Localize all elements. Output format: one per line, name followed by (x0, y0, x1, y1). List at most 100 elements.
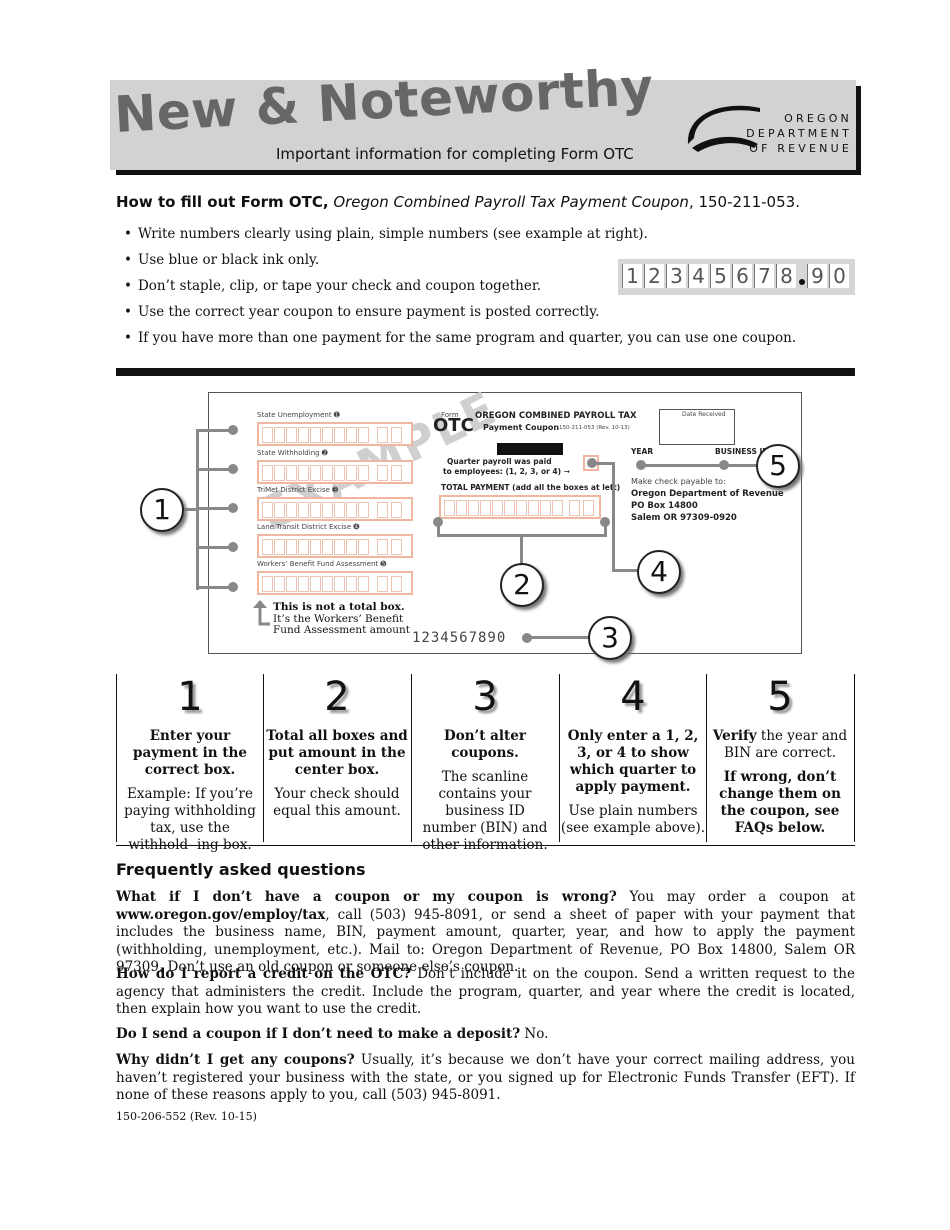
callout-dot (228, 503, 238, 513)
step-heading: Total all boxes and put amount in the ce… (266, 728, 408, 778)
step-5: 5 Verify the year and BIN are correct. I… (707, 674, 853, 842)
sample-digit: 8 (776, 264, 796, 288)
step-heading: Don’t alter coupons. (444, 728, 526, 761)
step-verify: Verify (712, 728, 757, 744)
instruction-list: Write numbers clearly using plain, simpl… (116, 224, 796, 354)
bin-label: BUSINESS ID NO. (715, 447, 787, 456)
callout-line (437, 522, 440, 536)
field-label: State Unemployment ➊ (257, 411, 340, 419)
callout-3: 3 (588, 616, 632, 660)
header-banner (110, 80, 856, 170)
callout-dot (719, 460, 729, 470)
step-text: Use plain numbers (see example above). (560, 803, 706, 836)
section-divider (116, 368, 855, 376)
field-label: Workers’ Benefit Fund Assessment ➎ (257, 560, 387, 568)
address-line: Salem OR 97309-0920 (631, 513, 737, 523)
form-number: 150-206-552 (Rev. 10-15) (116, 1110, 257, 1123)
page-subtitle: Important information for completing For… (276, 145, 634, 163)
column-divider (706, 674, 707, 842)
total-payment-label: TOTAL PAYMENT (add all the boxes at left… (441, 483, 621, 492)
quarter-label: Quarter payroll was paid (447, 457, 552, 466)
list-item: Write numbers clearly using plain, simpl… (116, 224, 796, 250)
callout-line (196, 468, 232, 471)
callout-dot (587, 458, 597, 468)
callout-dot (228, 582, 238, 592)
column-divider (263, 674, 264, 842)
step-4: 4 Only enter a 1, 2, 3, or 4 to show whi… (560, 674, 706, 842)
list-item: Use blue or black ink only. (116, 250, 796, 276)
callout-line (596, 462, 614, 465)
scanline: 1234567890 (412, 630, 507, 646)
date-received-box: Date Received (659, 409, 735, 445)
step-heading: If wrong, don’t change them on the coupo… (719, 769, 841, 836)
banner-shadow (116, 170, 861, 175)
step-2: 2 Total all boxes and put amount in the … (264, 674, 410, 842)
column-divider (411, 674, 412, 842)
amount-box (257, 534, 413, 558)
step-number: 3 (472, 674, 498, 720)
faq-question: Do I send a coupon if I don’t need to ma… (116, 1026, 521, 1042)
step-number: 4 (620, 674, 646, 720)
not-total-bold: This is not a total box. (273, 601, 405, 613)
callout-dot (600, 517, 610, 527)
faq-item: Do I send a coupon if I don’t need to ma… (116, 1026, 855, 1044)
step-number: 1 (177, 674, 203, 720)
list-item: If you have more than one payment for th… (116, 328, 796, 354)
total-payment-box (439, 495, 601, 519)
column-divider (854, 674, 855, 842)
step-heading: Only enter a 1, 2, 3, or 4 to show which… (567, 728, 699, 795)
oregon-logo-icon (687, 105, 760, 152)
step-text: The scanline contains your business ID n… (422, 769, 548, 853)
date-received-label: Date Received (682, 411, 726, 418)
callout-line (196, 507, 232, 510)
sample-digit: 6 (732, 264, 752, 288)
list-item: Don’t staple, clip, or tape your check a… (116, 276, 796, 302)
howto-form-number: , 150-211-053. (688, 193, 800, 211)
decimal-point (799, 279, 805, 285)
sample-digit: 1 (622, 264, 642, 288)
callout-dot (522, 633, 532, 643)
step-text: Your check should equal this amount. (273, 786, 401, 819)
callout-line (196, 429, 232, 432)
coupon-revision: 150-211-053 (Rev. 10-13) (559, 425, 630, 431)
step-verify-text: the year and BIN are correct. (723, 728, 848, 761)
agency-name-line: OF REVENUE (749, 142, 852, 155)
step-number: 5 (767, 674, 793, 720)
field-label: Lane Transit District Excise ➍ (257, 523, 360, 531)
faq-link[interactable]: www.oregon.gov/employ/tax (116, 906, 326, 923)
callout-2: 2 (500, 563, 544, 607)
howto-heading: How to fill out Form OTC, Oregon Combine… (116, 193, 800, 211)
callout-line (604, 522, 607, 536)
faq-answer: You may order a coupon at (616, 889, 856, 905)
faq-question: Why didn’t I get any coupons? (116, 1052, 355, 1068)
field-label: State Withholding ➋ (257, 449, 328, 457)
coupon-form-label: Form (441, 411, 459, 419)
not-total-line: It’s the Workers’ Benefit (273, 612, 404, 625)
sample-digit: 5 (710, 264, 730, 288)
callout-dot (228, 425, 238, 435)
callout-1: 1 (140, 488, 184, 532)
list-item: Use the correct year coupon to ensure pa… (116, 302, 796, 328)
agency-name-line: DEPARTMENT (746, 127, 852, 140)
callout-line (612, 569, 638, 572)
banner-shadow (856, 86, 861, 175)
agency-name-line: OREGON (784, 112, 852, 125)
faq-question: What if I don’t have a coupon or my coup… (116, 889, 617, 905)
step-heading: Enter your payment in the correct box. (133, 728, 247, 778)
not-total-note: This is not a total box.It’s the Workers… (273, 601, 410, 637)
amount-box (257, 571, 413, 595)
not-total-line: Fund Assessment amount (273, 624, 410, 636)
callout-line (196, 586, 232, 589)
howto-form-name: Oregon Combined Payroll Tax Payment Coup… (333, 193, 689, 211)
step-3: 3 Don’t alter coupons. The scanline cont… (412, 674, 558, 853)
amount-box (257, 422, 413, 446)
faq-question: How do I report a credit on the OTC? (116, 966, 412, 982)
sample-digit: 3 (666, 264, 686, 288)
amount-box (257, 497, 413, 521)
amount-box (257, 460, 413, 484)
steps-bottom-rule (116, 845, 855, 846)
faq-answer: Don’t include it on the coupon. Send a w… (116, 966, 855, 1017)
callout-line (196, 546, 232, 549)
callout-line (612, 462, 615, 572)
sample-digit: 0 (829, 264, 849, 288)
